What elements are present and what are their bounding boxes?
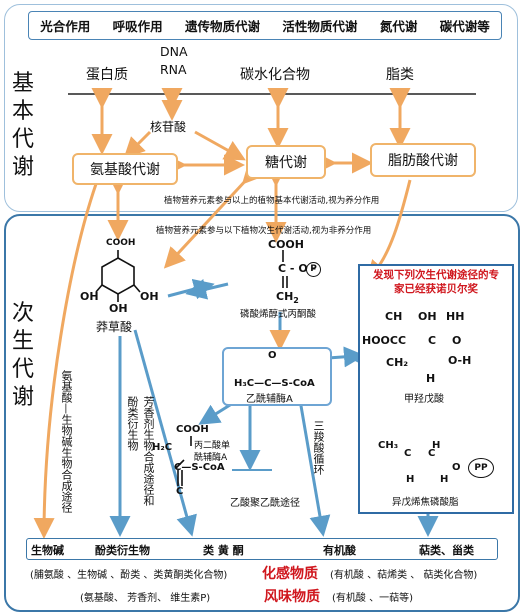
primary-metabolism-label: 基本代谢 (11, 71, 34, 180)
nutrient-primary-note: 植物营养元素参与以上的植物基本代谢活动,视为养分作用 (164, 196, 380, 206)
amino-acid-metabolism-label: 氨基酸代谢 (90, 162, 160, 178)
sugar-metabolism-label: 糖代谢 (265, 155, 307, 171)
tca-cycle-label: 三羧酸循环 (312, 420, 325, 475)
nobel-note: 发现下列次生代谢途径的专家已经获诺贝尔奖 (373, 269, 499, 295)
aromatic-pathway-label: 芳香剂生物合成途径和酚类衍生物 (126, 396, 155, 506)
product-class: 类 黄 酮 (203, 544, 244, 557)
mevalonic-oh2: O-H (448, 354, 472, 367)
pep-phosphate: P (306, 262, 321, 277)
malonyl-cooh: COOH (176, 424, 209, 435)
ipp-o: O (452, 462, 461, 473)
ipp-h3: H (440, 474, 449, 485)
metabolism-type-bar: 光合作用 呼吸作用 遗传物质代谢 活性物质代谢 氮代谢 碳代谢等 (28, 11, 502, 40)
flavor-examples-right: (有机酸 、一萜等) (332, 593, 413, 604)
pep-c-atom: C (278, 262, 287, 275)
product-class: 酚类衍生物 (95, 544, 150, 557)
pep-ch2-subscript: 2 (293, 296, 299, 306)
pep-ch-atom: CH (276, 290, 294, 303)
flavor-examples-left: (氨基酸、 芳香剂、 维生素P) (80, 593, 211, 604)
mevalonic-h: H (426, 372, 436, 385)
mevalonic-oh: OH (418, 310, 437, 323)
shikimic-oh-right: OH (140, 290, 159, 303)
amino-acid-pathway-label: 氨基酸—生物碱生物合成途径 (60, 370, 73, 513)
malonyl-label-2: 酰辅酶A (194, 453, 228, 463)
allelochemical-examples-right: (有机酸 、萜烯类 、 萜类化合物) (330, 570, 478, 581)
sugar-metabolism-box: 糖代谢 (246, 145, 326, 179)
mevalonic-c2: C (428, 334, 437, 347)
product-class: 有机酸 (323, 544, 356, 557)
ipp-c2: C (428, 448, 436, 459)
pep-ch2: CH2 (276, 290, 299, 305)
fatty-acid-metabolism-box: 脂肪酸代谢 (370, 143, 476, 177)
metabolism-type: 遗传物质代谢 (185, 19, 261, 34)
shikimic-oh-bottom: OH (109, 302, 128, 315)
metabolism-type: 呼吸作用 (112, 19, 163, 34)
metabolism-type: 氮代谢 (379, 19, 418, 34)
ipp-c1: C (404, 448, 412, 459)
allelochemical-label: 化感物质 (262, 566, 318, 582)
acetyl-coa-box (222, 347, 332, 406)
carbohydrate-label: 碳水化合物 (240, 67, 310, 83)
amino-acid-metabolism-box: 氨基酸代谢 (72, 153, 178, 185)
mevalonic-hooc: HOOC (362, 334, 398, 347)
malonyl-label-1: 丙二酸单 (194, 441, 231, 451)
mevalonic-ch2: CH₂ (386, 356, 409, 369)
rna-label: RNA (160, 62, 187, 77)
secondary-metabolism-label: 次生代谢 (11, 301, 34, 410)
pep-o-atom: O (298, 262, 308, 275)
product-class: 萜类、甾类 (419, 544, 474, 557)
mevalonic-name: 甲羟戊酸 (404, 394, 444, 405)
mevalonic-ch: CH (385, 310, 403, 323)
flavor-label: 风味物质 (264, 589, 320, 605)
ipp-h1: H (432, 440, 441, 451)
protein-label: 蛋白质 (86, 67, 128, 83)
shikimic-oh-left: OH (80, 290, 99, 303)
nobel-pathway-box (358, 264, 514, 514)
ipp-ch3: CH₃ (378, 440, 399, 451)
allelochemical-examples-left: (脯氨酸 、生物碱 、酚类 、类黄酮类化合物) (30, 570, 228, 581)
acetyl-coa-name: 乙酰辅酶A (246, 394, 293, 405)
polyketide-pathway-label: 乙酸聚乙酰途径 (230, 498, 300, 509)
pep-cooh: COOH (268, 238, 304, 251)
nucleotide-label: 核苷酸 (150, 120, 187, 134)
mevalonic-hh: HH (446, 310, 465, 323)
pep-name: 磷酸烯醇式丙酮酸 (240, 309, 317, 320)
acetyl-coa-o: O (268, 350, 277, 361)
metabolism-type: 碳代谢等 (439, 19, 490, 34)
ipp-pyrophosphate: PP (468, 458, 494, 478)
metabolism-type: 光合作用 (40, 19, 91, 34)
shikimic-acid-name: 莽草酸 (96, 320, 133, 334)
malonyl-h2c: H₂C (152, 442, 173, 453)
nutrient-secondary-note: 植物营养元素参与以下植物次生代谢活动,视为非养分作用 (156, 226, 372, 236)
product-class-bar: 生物碱 酚类衍生物 类 黄 酮 有机酸 萜类、甾类 (26, 538, 498, 560)
malonyl-c: C (176, 486, 184, 497)
mevalonic-o: O (452, 334, 462, 347)
dna-label: DNA (160, 44, 188, 59)
metabolism-type: 活性物质代谢 (282, 19, 358, 34)
ipp-name: 异戊烯焦磷酸脂 (392, 497, 459, 508)
shikimic-cooh: COOH (106, 238, 136, 248)
malonyl-scoa: C—S-CoA (174, 462, 225, 473)
acetyl-coa-formula: H₃C—C—S-CoA (234, 378, 315, 389)
lipid-label: 脂类 (386, 67, 414, 83)
fatty-acid-metabolism-label: 脂肪酸代谢 (388, 153, 458, 169)
mevalonic-c: C (398, 334, 407, 347)
ipp-h2: H (406, 474, 415, 485)
product-class: 生物碱 (31, 544, 64, 557)
